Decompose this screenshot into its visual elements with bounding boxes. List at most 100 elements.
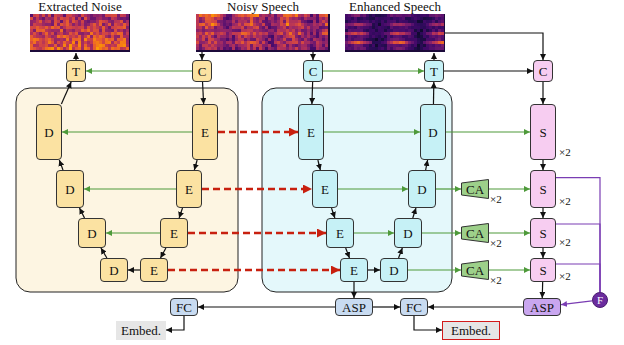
- spectrogram-cell: [81, 44, 84, 47]
- spectrogram-cell: [289, 35, 292, 38]
- spectrogram-cell: [123, 44, 126, 47]
- spectrogram-cell: [375, 41, 378, 44]
- spectrogram-cell: [259, 32, 262, 35]
- block-label: E: [185, 183, 193, 196]
- spectrogram-cell: [72, 44, 75, 47]
- spectrogram-cell: [72, 41, 75, 44]
- spectrogram-cell: [226, 32, 229, 35]
- spectrogram-cell: [417, 14, 420, 17]
- spectrogram-cell: [426, 32, 429, 35]
- spectrogram-cell: [280, 17, 283, 20]
- spectrogram-cell: [384, 35, 387, 38]
- spectrogram-cell: [39, 20, 42, 23]
- skip-arrow: [324, 131, 420, 132]
- spectrogram-cell: [93, 41, 96, 44]
- spectrogram-cell: [411, 38, 414, 41]
- spectrogram-cell: [72, 26, 75, 29]
- spectrogram-cell: [51, 47, 54, 50]
- spectrogram-cell: [42, 32, 45, 35]
- spectrogram-cell: [271, 14, 274, 17]
- spectrogram-cell: [304, 20, 307, 23]
- spectrogram-cell: [223, 23, 226, 26]
- spectrogram-cell: [30, 32, 33, 35]
- spectrogram-cell: [265, 38, 268, 41]
- noise-block: D: [78, 218, 106, 248]
- transfer-arrow: [168, 269, 340, 272]
- spectrogram-cell: [117, 20, 120, 23]
- spectrogram-cell: [205, 23, 208, 26]
- speech-block: C: [303, 60, 323, 82]
- spectrogram-cell: [274, 32, 277, 35]
- spectrogram-cell: [423, 20, 426, 23]
- spectrogram-cell: [114, 41, 117, 44]
- transfer-arrow: [188, 232, 326, 235]
- block-label: FC: [176, 301, 192, 314]
- spectrogram-cell: [229, 44, 232, 47]
- spectrogram-cell: [366, 38, 369, 41]
- spectrogram-cell: [69, 14, 72, 17]
- spectrogram-cell: [351, 41, 354, 44]
- spectrogram-cell: [360, 38, 363, 41]
- spectrogram-cell: [105, 41, 108, 44]
- spectrogram-cell: [316, 38, 319, 41]
- spectrogram-cell: [405, 47, 408, 50]
- spectrogram-cell: [259, 35, 262, 38]
- spectrogram-cell: [60, 23, 63, 26]
- spectrogram-cell: [60, 20, 63, 23]
- spectrogram-cell: [54, 17, 57, 20]
- spectrogram-cell: [396, 29, 399, 32]
- spectrogram-cell: [108, 29, 111, 32]
- spectrogram-cell: [81, 20, 84, 23]
- spectrogram-cell: [48, 41, 51, 44]
- spectrogram-cell: [426, 35, 429, 38]
- spectrogram-cell: [247, 41, 250, 44]
- spectrogram-cell: [378, 14, 381, 17]
- spectrogram-cell: [274, 29, 277, 32]
- spectrogram-cell: [319, 41, 322, 44]
- spectrogram-cell: [214, 41, 217, 44]
- spectrogram-cell: [351, 47, 354, 50]
- spectrogram-cell: [238, 35, 241, 38]
- spectrogram-cell: [360, 29, 363, 32]
- spectrogram-cell: [256, 17, 259, 20]
- spectrogram-cell: [375, 35, 378, 38]
- spectrogram-cell: [220, 23, 223, 26]
- skip-arrow: [489, 269, 530, 270]
- spectrogram-cell: [214, 35, 217, 38]
- spectrogram-cell: [42, 26, 45, 29]
- block-label: FC: [406, 301, 422, 314]
- spectrogram-cell: [72, 35, 75, 38]
- spectrogram-cell: [271, 29, 274, 32]
- spectrogram-cell: [390, 38, 393, 41]
- flow-arrow: [166, 316, 184, 330]
- spectrogram-cell: [60, 32, 63, 35]
- spectrogram-cell: [90, 23, 93, 26]
- spectrogram-cell: [375, 32, 378, 35]
- pooling-box: ASP: [523, 298, 561, 316]
- spectrogram-cell: [396, 20, 399, 23]
- spectrogram-cell: [208, 32, 211, 35]
- spectrogram-cell: [366, 29, 369, 32]
- spectrogram-cell: [220, 41, 223, 44]
- spectrogram-cell: [199, 17, 202, 20]
- spectrogram-cell: [205, 26, 208, 29]
- spectrogram-cell: [244, 29, 247, 32]
- block-label: Embed.: [121, 324, 161, 337]
- spectrogram-cell: [378, 35, 381, 38]
- spectrogram-cell: [438, 38, 441, 41]
- block-label: C: [198, 65, 207, 78]
- spectrogram-cell: [268, 14, 271, 17]
- spectrogram-cell: [235, 32, 238, 35]
- spectrogram-cell: [81, 32, 84, 35]
- spectrogram-cell: [289, 47, 292, 50]
- spectrogram-cell: [54, 32, 57, 35]
- spectrogram-cell: [69, 38, 72, 41]
- spectrogram-cell: [235, 20, 238, 23]
- spectrogram-cell: [387, 14, 390, 17]
- spectrogram-cell: [289, 38, 292, 41]
- spectrogram-cell: [417, 41, 420, 44]
- spectrogram-cell: [235, 17, 238, 20]
- spectrogram-cell: [211, 20, 214, 23]
- spectrogram-cell: [120, 47, 123, 50]
- spectrogram-cell: [369, 26, 372, 29]
